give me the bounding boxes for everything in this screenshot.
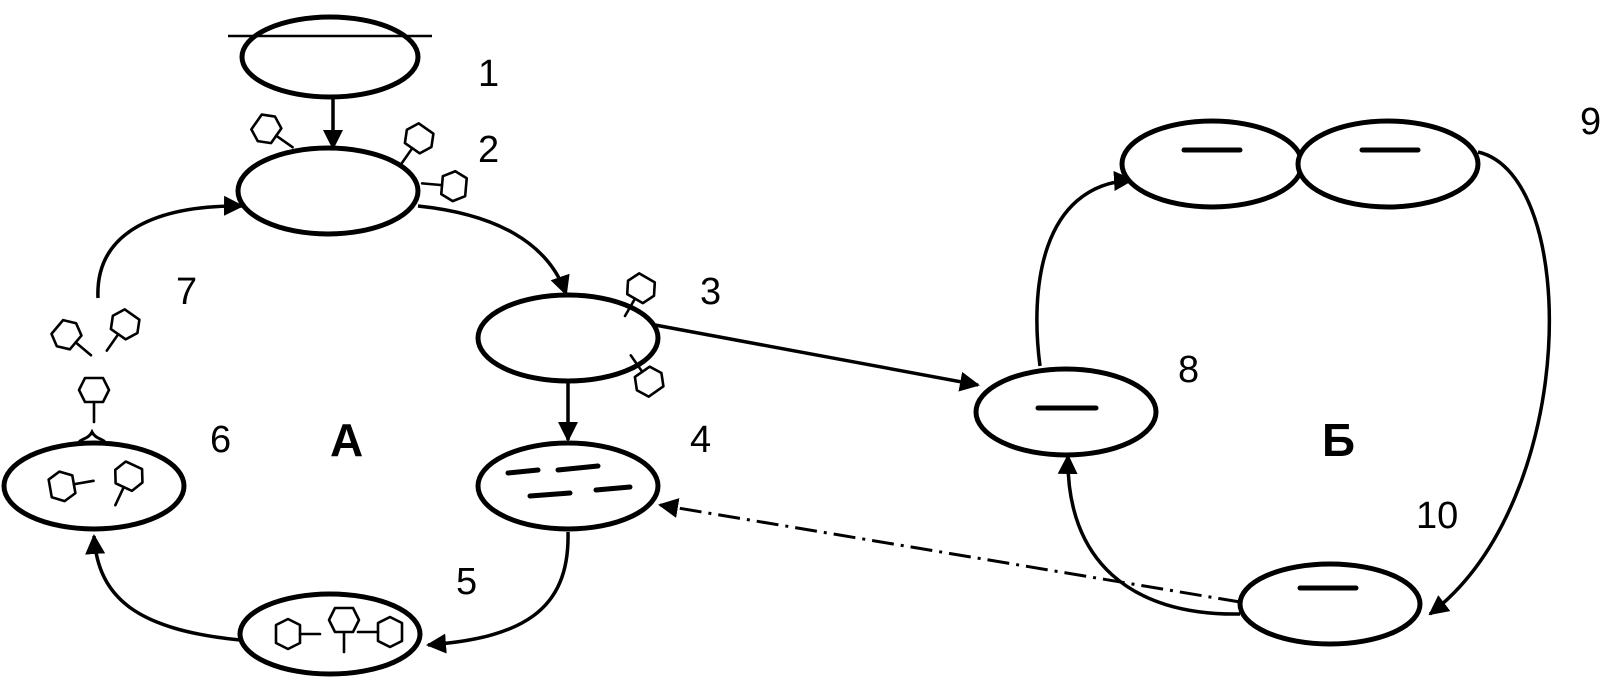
cell-stage-10 [1237,561,1423,647]
cycle-label-lytic: А [330,414,363,466]
cell-stage-9 [1119,118,1481,210]
arrow-5-to-6 [85,534,241,642]
stage-label-1: 1 [478,53,499,95]
arrow-9-to-10 [1428,150,1552,616]
stage-label-7: 7 [176,271,197,313]
released-phages [46,304,146,424]
stage-label-9: 9 [1580,101,1601,143]
stage-label-8: 8 [1178,349,1199,391]
arrow-2-to-3 [417,204,570,296]
arrow-4-to-5 [426,531,570,654]
cell-stage-2 [235,108,469,237]
phage-icon [93,304,146,361]
cycle-label-lysogenic: Б [1322,414,1355,466]
cell-stage-8 [973,366,1159,458]
cell-stage-4 [475,440,661,532]
cell-stage-5 [237,591,423,677]
stage-label-6: 6 [210,419,231,461]
arrow-3-to-8 [654,323,980,392]
phage-icon [46,314,102,369]
cell-stage-3 [475,269,670,402]
phage-icon [77,376,111,424]
phage-icon [419,167,469,204]
stage-label-10: 10 [1416,495,1458,537]
stage-label-3: 3 [700,271,721,313]
arrow-induction-10-to-4 [658,498,1241,604]
stage-label-5: 5 [456,561,477,603]
cell-stage-1 [228,14,432,100]
stage-label-4: 4 [690,419,711,461]
arrow-7-to-2 [96,195,244,299]
arrow-10-to-8 [1057,454,1241,616]
cell-stage-6 [1,428,187,532]
arrow-8-to-9 [1035,171,1134,367]
stage-label-2: 2 [478,129,499,171]
